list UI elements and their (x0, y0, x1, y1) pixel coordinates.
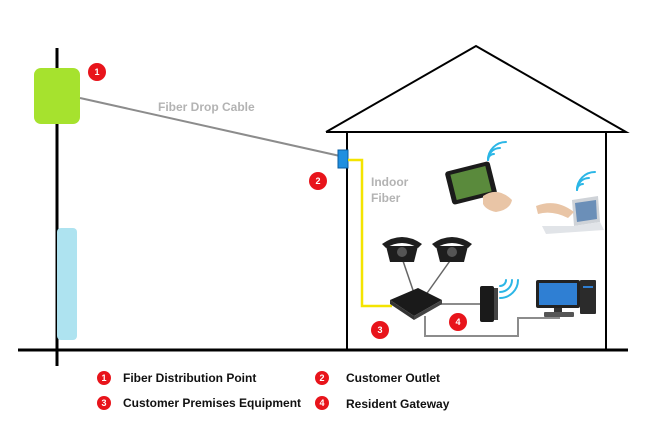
svg-text:3: 3 (101, 398, 106, 408)
house-roof (325, 44, 630, 133)
badge-customer-premises-equipment: 3 (371, 321, 389, 339)
wifi-icon (487, 141, 507, 161)
svg-text:4: 4 (319, 398, 324, 408)
indoor-fiber-line (348, 158, 392, 308)
svg-text:Customer Outlet: Customer Outlet (346, 371, 440, 385)
svg-text:Customer Premises Equipment: Customer Premises Equipment (123, 396, 301, 410)
legend-item: 4 Resident Gateway (315, 396, 450, 411)
legend-item: 1 Fiber Distribution Point (97, 371, 256, 385)
cpe-to-pc-cable (424, 316, 560, 337)
wifi-icon (499, 279, 519, 299)
badge-resident-gateway: 4 (449, 313, 467, 331)
laptop-icon (536, 196, 604, 234)
desktop-computer-icon (536, 280, 596, 317)
svg-text:4: 4 (455, 317, 460, 327)
phone-wire-1 (401, 257, 416, 297)
fiber-drop-cable-label: Fiber Drop Cable (158, 100, 255, 114)
badge-fiber-distribution-point: 1 (88, 63, 106, 81)
telephone-icon (382, 237, 422, 262)
tablet-icon (445, 161, 512, 212)
svg-text:3: 3 (377, 325, 382, 335)
resident-gateway-icon (480, 286, 498, 322)
svg-text:2: 2 (315, 176, 320, 186)
svg-text:1: 1 (94, 67, 99, 77)
customer-outlet (337, 149, 349, 169)
telephone-icon (432, 237, 472, 262)
fiber-distribution-box (34, 68, 80, 124)
pole-light-box (57, 228, 77, 340)
fiber-drop-cable (79, 97, 341, 157)
badge-customer-outlet: 2 (309, 172, 327, 190)
svg-text:Fiber Distribution Point: Fiber Distribution Point (123, 371, 256, 385)
svg-text:2: 2 (319, 373, 324, 383)
legend-item: 3 Customer Premises Equipment (97, 396, 301, 410)
indoor-fiber-label-line2: Fiber (371, 191, 401, 205)
svg-text:Resident Gateway: Resident Gateway (346, 397, 450, 411)
indoor-fiber-label-line1: Indoor (371, 175, 409, 189)
wifi-icon (576, 171, 596, 191)
phone-wire-2 (424, 257, 453, 297)
legend: 1 Fiber Distribution Point 2 Customer Ou… (97, 371, 450, 411)
legend-item: 2 Customer Outlet (315, 371, 440, 385)
svg-text:1: 1 (101, 373, 106, 383)
cpe-router-icon (390, 288, 442, 320)
